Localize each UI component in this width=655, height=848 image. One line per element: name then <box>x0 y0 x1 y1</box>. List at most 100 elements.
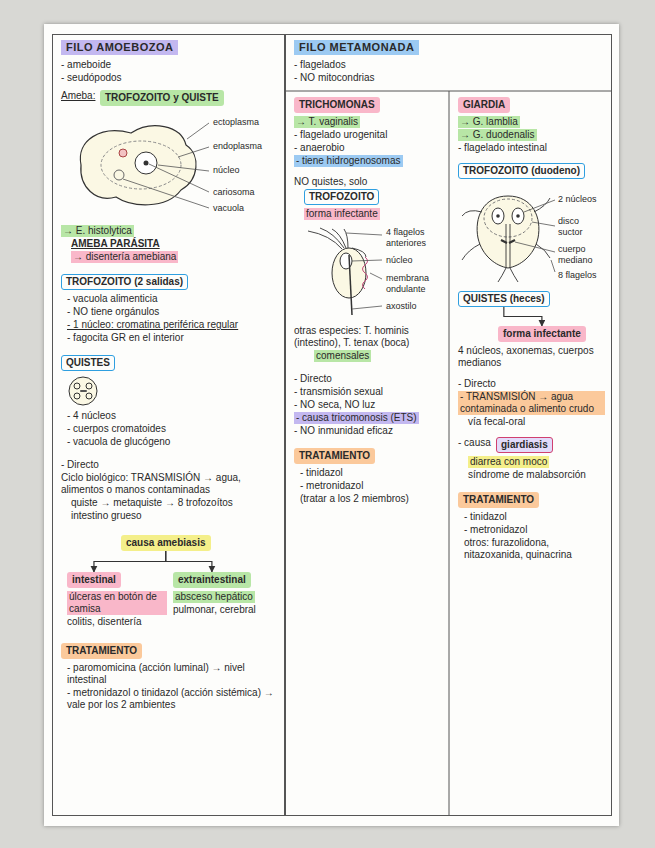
ameba-drawing <box>61 115 278 215</box>
nucleus <box>135 152 157 174</box>
drawing-stroke <box>492 208 504 224</box>
drawing-stroke <box>352 306 382 309</box>
part-label: cariosoma <box>213 187 255 198</box>
section-panel: FILO AMOEBOZOATROFOZOITO y QUISTETROFOZO… <box>52 34 285 816</box>
box-text: TROFOZOITO <box>309 191 374 203</box>
drawing-stroke <box>370 273 382 279</box>
note-text: - causa tricomonosis (ETS) <box>294 412 419 424</box>
part-label: vacuola <box>213 203 244 214</box>
note-text: - metronidazol <box>464 524 527 536</box>
part-label: núcleo <box>213 165 240 176</box>
part-label: cuerpo mediano <box>558 244 605 266</box>
highlight-box: TROFOZOITO y QUISTE <box>100 90 224 106</box>
drawing-stroke <box>551 260 555 272</box>
box-text: causa amebiasis <box>126 537 206 549</box>
highlight-box: TRICHOMONAS <box>294 97 380 113</box>
drawing-stroke <box>515 242 555 252</box>
drawing-stroke <box>178 147 209 157</box>
drawing-stroke <box>510 268 518 282</box>
box-text: QUISTES <box>66 357 110 369</box>
highlight-box: extraintestinal <box>173 572 251 588</box>
highlight-box: forma infectante <box>498 326 586 342</box>
box-text: TRATAMIENTO <box>463 494 534 506</box>
note-text: - cuerpos cromatoides <box>67 423 166 435</box>
box-text: extraintestinal <box>178 574 246 586</box>
part-label: disco suctor <box>558 216 605 238</box>
section-heading: FILO METAMONADA <box>294 40 419 55</box>
drawing-stroke <box>462 211 482 216</box>
section-panel: FILO METAMONADAGIARDIATROFOZOITO (duoden… <box>285 34 612 816</box>
note-text: - tiene hidrogenosomas <box>294 155 403 167</box>
note-text: - NO seca, NO luz <box>294 399 375 411</box>
undulating-membrane <box>363 257 368 289</box>
note-text: (tratar a los 2 miembros) <box>300 493 409 505</box>
note-text: 4 núcleos, axonemas, cuerpos medianos <box>458 345 605 369</box>
drawing-stroke <box>308 231 342 249</box>
box-text: TROFOZOITO y QUISTE <box>105 92 219 104</box>
note-text: - causa <box>458 437 491 449</box>
note-text: - paromomicina (acción luminal) → nivel … <box>67 662 278 686</box>
section-heading: FILO AMOEBOZOA <box>61 40 178 55</box>
part-label: 2 núcleos <box>558 194 597 205</box>
drawing-stroke <box>512 208 524 224</box>
note-text: quiste → metaquiste → 8 trofozoítos <box>71 497 233 509</box>
drawing-stroke <box>510 224 511 268</box>
drawing-stroke <box>352 248 366 257</box>
drawing-stroke <box>536 244 550 258</box>
note-text: → disentería amebiana <box>71 251 178 263</box>
drawing-stroke <box>86 383 92 389</box>
drawing-stroke <box>74 383 80 389</box>
part-label: 4 flagelos anteriores <box>386 227 442 249</box>
leader-lines <box>515 200 555 272</box>
note-text: AMEBA PARÁSITA <box>71 238 160 250</box>
divider-line <box>449 91 450 815</box>
drawing-stroke <box>80 390 87 392</box>
note-text: - 1 núcleo: cromatina periférica regular <box>67 319 238 331</box>
note-text: → G. duodenalis <box>458 129 537 141</box>
note-text: - Directo <box>458 378 496 390</box>
box-text: forma infectante <box>503 328 581 340</box>
box-text: TROFOZOITO (duodeno) <box>463 165 580 177</box>
note-text: colitis, disentería <box>67 616 141 628</box>
drawing-stroke <box>462 244 480 260</box>
highlight-box: intestinal <box>67 572 121 588</box>
highlight-box: causa amebiasis <box>121 535 211 551</box>
drawing-stroke <box>320 228 344 248</box>
highlight-box: QUISTES <box>61 355 115 371</box>
note-text: - metronidazol <box>300 480 363 492</box>
note-text: - seudópodos <box>61 72 122 84</box>
note-text: otros: furazolidona, nitazoxanida, quina… <box>464 537 605 561</box>
sucking-disc <box>484 199 532 237</box>
median-bodies <box>501 240 515 243</box>
note-text: síndrome de malabsorción <box>468 469 586 481</box>
highlight-box: TRATAMIENTO <box>458 492 539 508</box>
note-text: - anaerobio <box>294 142 345 154</box>
endoplasm-outline <box>101 141 181 189</box>
connector-arrow <box>94 551 166 572</box>
highlight-box: TRATAMIENTO <box>61 643 142 659</box>
drawing-stroke <box>86 393 92 399</box>
note-text: - metronidazol o tinidazol (acción sisté… <box>67 687 278 711</box>
part-label: núcleo <box>386 255 413 266</box>
cyst-drawing <box>61 374 278 408</box>
note-text: - NO inmunidad eficaz <box>294 425 393 437</box>
note-text: - vacuola alimenticia <box>67 293 158 305</box>
drawing-stroke <box>532 222 555 226</box>
ectoplasm-outline <box>80 126 196 205</box>
connector-arrow <box>504 307 542 326</box>
note-text: úlceras en botón de camisa <box>67 591 167 615</box>
box-text: TRICHOMONAS <box>299 99 375 111</box>
note-text: absceso hepático <box>173 591 255 603</box>
highlight-box: giardiasis <box>496 437 553 453</box>
note-text: - fagocita GR en el interior <box>67 332 184 344</box>
highlight-box: TROFOZOITO <box>304 189 379 205</box>
drawing-stroke <box>344 229 348 248</box>
note-text: intestino grueso <box>71 510 142 522</box>
connector-arrow <box>166 551 212 572</box>
note-text: - flagelado urogenital <box>294 129 387 141</box>
box-text: TRATAMIENTO <box>299 450 370 462</box>
drawing-stroke <box>149 164 209 192</box>
note-text: forma infectante <box>304 208 380 220</box>
vacuole <box>114 170 124 180</box>
